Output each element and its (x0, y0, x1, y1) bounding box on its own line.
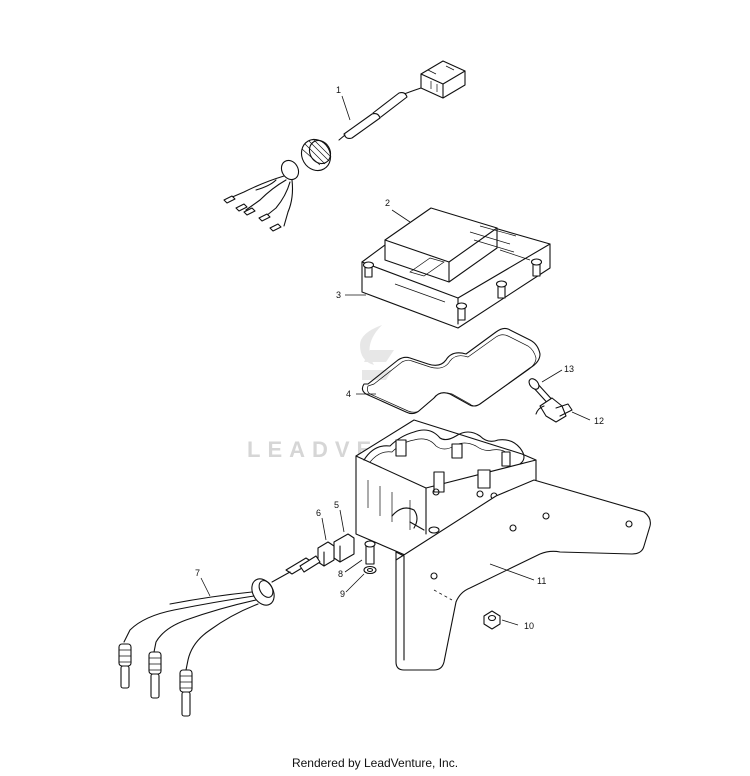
cover-stud-right (495, 258, 543, 299)
callout-10: 10 (524, 621, 534, 631)
cover-stud-mid (455, 302, 468, 321)
cover-stud-left (362, 261, 375, 278)
leader-lines (200, 95, 591, 626)
terminal-c (179, 669, 193, 717)
callout-13: 13 (564, 364, 574, 374)
callout-11: 11 (537, 576, 546, 586)
callout-2: 2 (385, 198, 390, 208)
part-4-gasket (361, 327, 541, 415)
callout-9: 9 (340, 589, 345, 599)
housing-base (355, 419, 537, 565)
callouts: 1 2 3 4 5 6 7 8 9 10 11 12 13 (195, 85, 604, 631)
part-10-nut (483, 610, 501, 630)
part-9-washer (363, 565, 377, 575)
callout-3: 3 (336, 290, 341, 300)
callout-8: 8 (338, 569, 343, 579)
terminal-b (148, 651, 162, 699)
watermark-logo (360, 325, 394, 380)
part-1-harness (223, 60, 466, 232)
callout-6: 6 (316, 508, 321, 518)
part-5-clip (333, 533, 355, 563)
part-6-clip (317, 541, 335, 567)
footer-credit: Rendered by LeadVenture, Inc. (291, 756, 459, 770)
callout-12: 12 (594, 416, 604, 426)
terminal-a (118, 643, 132, 689)
callout-7: 7 (195, 568, 200, 578)
part-12-knob (535, 397, 573, 423)
part-7-harness (118, 555, 321, 717)
callout-4: 4 (346, 389, 351, 399)
part-2-cover (361, 207, 551, 329)
callout-5: 5 (334, 500, 339, 510)
part-11-bracket (395, 479, 651, 671)
part-8-bolt (364, 540, 376, 565)
callout-1: 1 (336, 85, 341, 95)
